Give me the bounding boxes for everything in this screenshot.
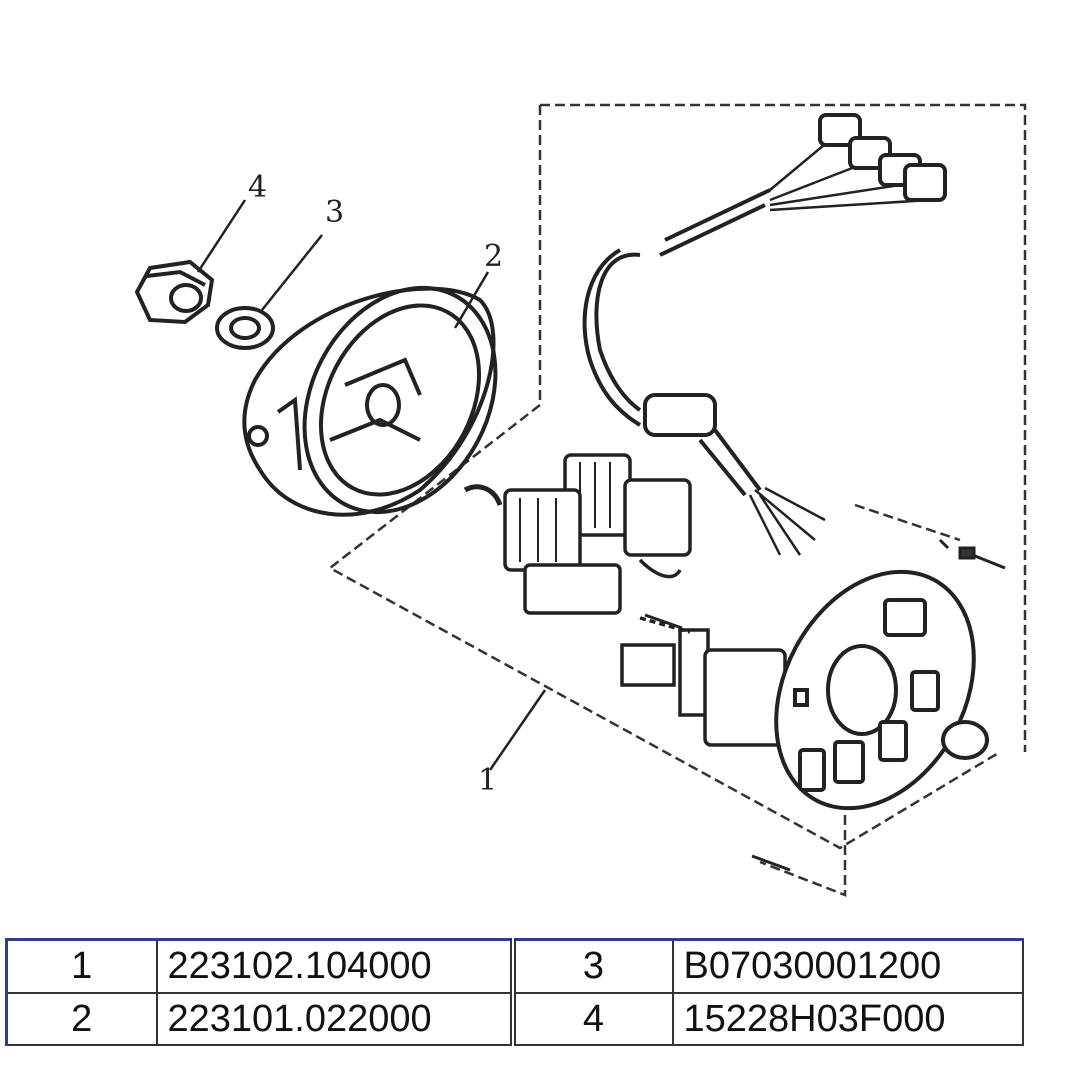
- leader-lines: [196, 199, 547, 771]
- nut-part-4: [134, 259, 215, 325]
- callout-label-2: 2: [484, 239, 503, 274]
- part-code-cell: 223102.104000: [155, 938, 514, 994]
- washer-part-3: [215, 306, 275, 350]
- stator-base-plate: [774, 569, 989, 811]
- callout-label-3: 3: [325, 195, 344, 230]
- callout-label-1: 1: [478, 763, 497, 798]
- screws: [644, 538, 1006, 872]
- wire-harness: [582, 113, 947, 556]
- part-number-cell: 2: [5, 991, 158, 1046]
- part-code-cell: B07030001200: [671, 938, 1024, 994]
- part-number-cell: 4: [509, 991, 674, 1046]
- exploded-parts-diagram: 4 3 2 1: [134, 103, 1027, 897]
- callout-label-4: 4: [248, 170, 267, 205]
- table-row: 2 223101.022000 4 15228H03F000: [5, 991, 1024, 1046]
- table-row: 1 223102.104000 3 B07030001200: [5, 938, 1024, 994]
- part-code-cell: 223101.022000: [155, 991, 514, 1046]
- assembly-frame: [327, 103, 1027, 897]
- part-code-cell: 15228H03F000: [671, 991, 1024, 1046]
- pickup-coil: [620, 616, 787, 747]
- parts-table: 1 223102.104000 3 B07030001200 2 223101.…: [5, 938, 1024, 1046]
- stator-coil-assembly: [463, 453, 692, 615]
- part-number-cell: 1: [5, 938, 158, 994]
- flywheel-rotor-part-2: [242, 285, 498, 517]
- part-number-cell: 3: [509, 938, 674, 994]
